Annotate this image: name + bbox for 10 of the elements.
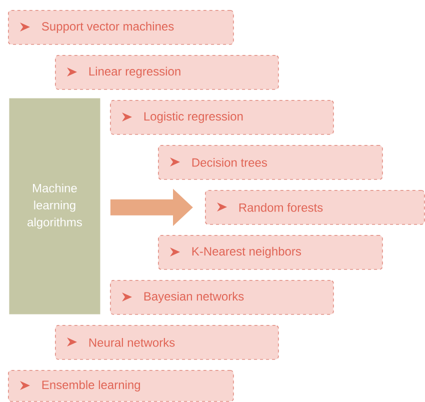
algorithm-box: Neural networks xyxy=(55,325,279,360)
algorithm-box: Logistic regression xyxy=(110,100,334,135)
algorithm-box: Random forests xyxy=(205,190,425,225)
algorithm-box: Support vector machines xyxy=(8,10,234,45)
algorithm-box: K-Nearest neighbors xyxy=(158,235,383,270)
algorithm-box: Linear regression xyxy=(55,55,279,90)
algorithm-box: Decision trees xyxy=(158,145,383,180)
algorithm-box: Ensemble learning xyxy=(8,370,234,402)
algorithm-box: Bayesian networks xyxy=(110,280,334,315)
category-box: Machine learning algorithms xyxy=(9,98,100,314)
